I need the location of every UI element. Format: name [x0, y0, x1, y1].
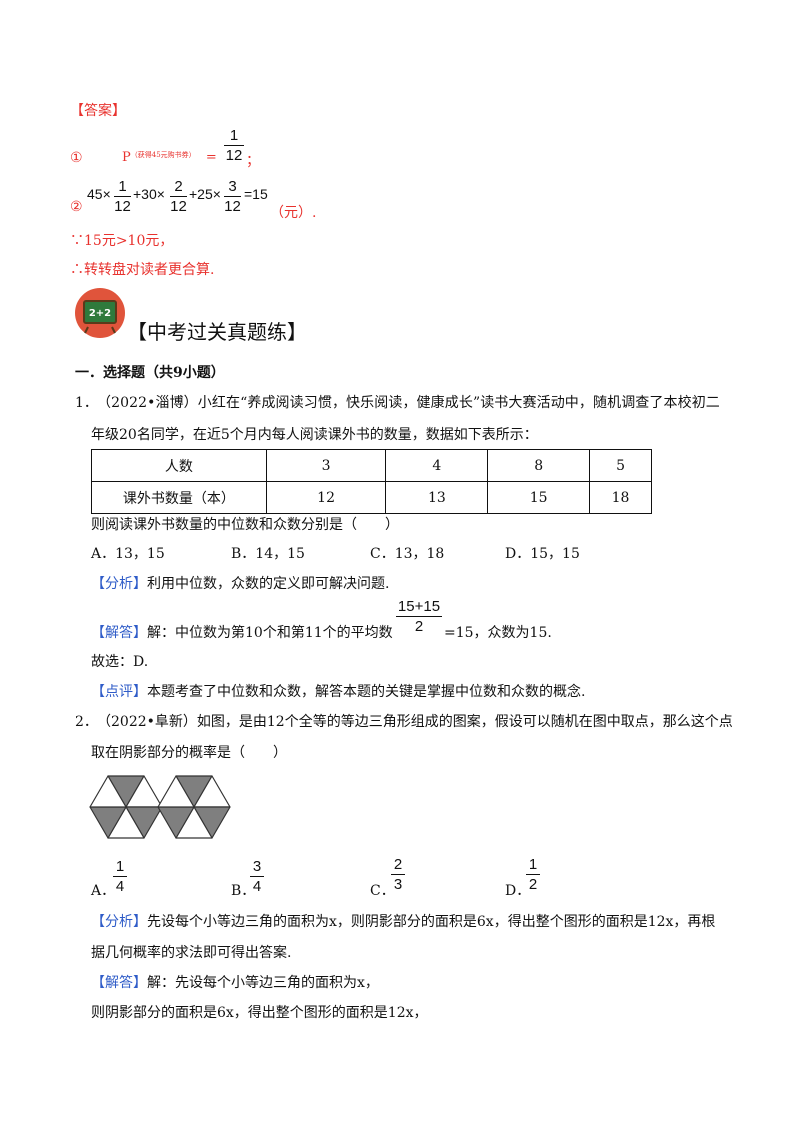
- svg-text:2+2: 2+2: [89, 308, 111, 319]
- q1-number: 1．: [75, 395, 98, 411]
- q1-data-table: 人数 3 4 8 5 课外书数量（本） 12 13 15 18: [91, 449, 652, 514]
- part-heading: 一．选择题（共9小题）: [75, 365, 225, 381]
- q1-stem: 则阅读课外书数量的中位数和众数分别是（ ）: [91, 517, 399, 533]
- q2-analysis-line2: 据几何概率的求法即可得出答案.: [91, 945, 292, 961]
- q1-solution-post: =15，众数为15.: [444, 625, 552, 641]
- answer-line1-marker: ①: [70, 150, 83, 166]
- table-cell: 13: [385, 481, 489, 514]
- table-row: 课外书数量（本） 12 13 15 18: [91, 481, 652, 514]
- table-cell: 12: [265, 481, 387, 514]
- q1-choice: 故选：D.: [91, 654, 149, 670]
- answer-line2-end: （元）.: [270, 205, 317, 221]
- q2-option-c-letter: C．: [370, 883, 395, 899]
- q2-text-line1: （2022•阜新）如图，是由12个全等的等边三角形组成的图案，假设可以随机在图中…: [97, 714, 733, 730]
- answer-line4: ∴转转盘对读者更合算.: [70, 262, 215, 278]
- q2-option-d-letter: D．: [505, 883, 531, 899]
- hexagon-figure: [89, 773, 231, 841]
- table-cell: 5: [589, 449, 652, 482]
- q1-text-line2: 年级20名同学，在近5个月内每人阅读课外书的数量，数据如下表所示：: [91, 427, 538, 443]
- table-cell: 3: [265, 449, 387, 482]
- q2-number: 2．: [75, 714, 98, 730]
- table-cell: 8: [487, 449, 591, 482]
- answer-line2-marker: ②: [70, 199, 83, 215]
- answer-line1-end: ；: [246, 153, 260, 169]
- q2-analysis-line1: 【分析】先设每个小等边三角的面积为x，则阴影部分的面积是6x，得出整个图形的面积…: [91, 914, 716, 930]
- q2-text-line2: 取在阴影部分的概率是（ ）: [91, 745, 287, 761]
- q1-analysis: 【分析】利用中位数，众数的定义即可解决问题.: [91, 576, 390, 592]
- q2-option-b-letter: B．: [231, 883, 256, 899]
- q1-comment: 【点评】本题考查了中位数和众数，解答本题的关键是掌握中位数和众数的概念.: [91, 684, 586, 700]
- q1-option-b: B．14，15: [231, 546, 305, 562]
- q1-solution: 【解答】解：中位数为第10个和第11个的平均数: [91, 625, 393, 641]
- table-cell: 人数: [91, 449, 267, 482]
- q2-option-a-letter: A．: [91, 883, 116, 899]
- chalkboard-icon: 2+2: [75, 288, 125, 338]
- table-cell: 18: [589, 481, 652, 514]
- table-cell: 4: [385, 449, 489, 482]
- answer-heading: 【答案】: [70, 103, 126, 119]
- q1-option-a: A．13，15: [91, 546, 165, 562]
- section-title: 【中考过关真题练】: [127, 320, 307, 344]
- q2-solution-line1: 【解答】解：先设每个小等边三角的面积为x，: [91, 975, 379, 991]
- q1-option-c: C．13，18: [370, 546, 445, 562]
- q1-text-line1: （2022•淄博）小红在“养成阅读习惯，快乐阅读，健康成长”读书大赛活动中，随机…: [97, 395, 720, 411]
- answer-line1-p: P（获得45元购书券） =: [122, 150, 217, 165]
- q1-option-d: D．15，15: [505, 546, 580, 562]
- q2-solution-line2: 则阴影部分的面积是6x，得出整个图形的面积是12x，: [91, 1005, 428, 1021]
- table-row: 人数 3 4 8 5: [91, 449, 652, 482]
- table-cell: 课外书数量（本）: [91, 481, 267, 514]
- table-cell: 15: [487, 481, 591, 514]
- answer-line3: ∵15元>10元，: [70, 233, 174, 249]
